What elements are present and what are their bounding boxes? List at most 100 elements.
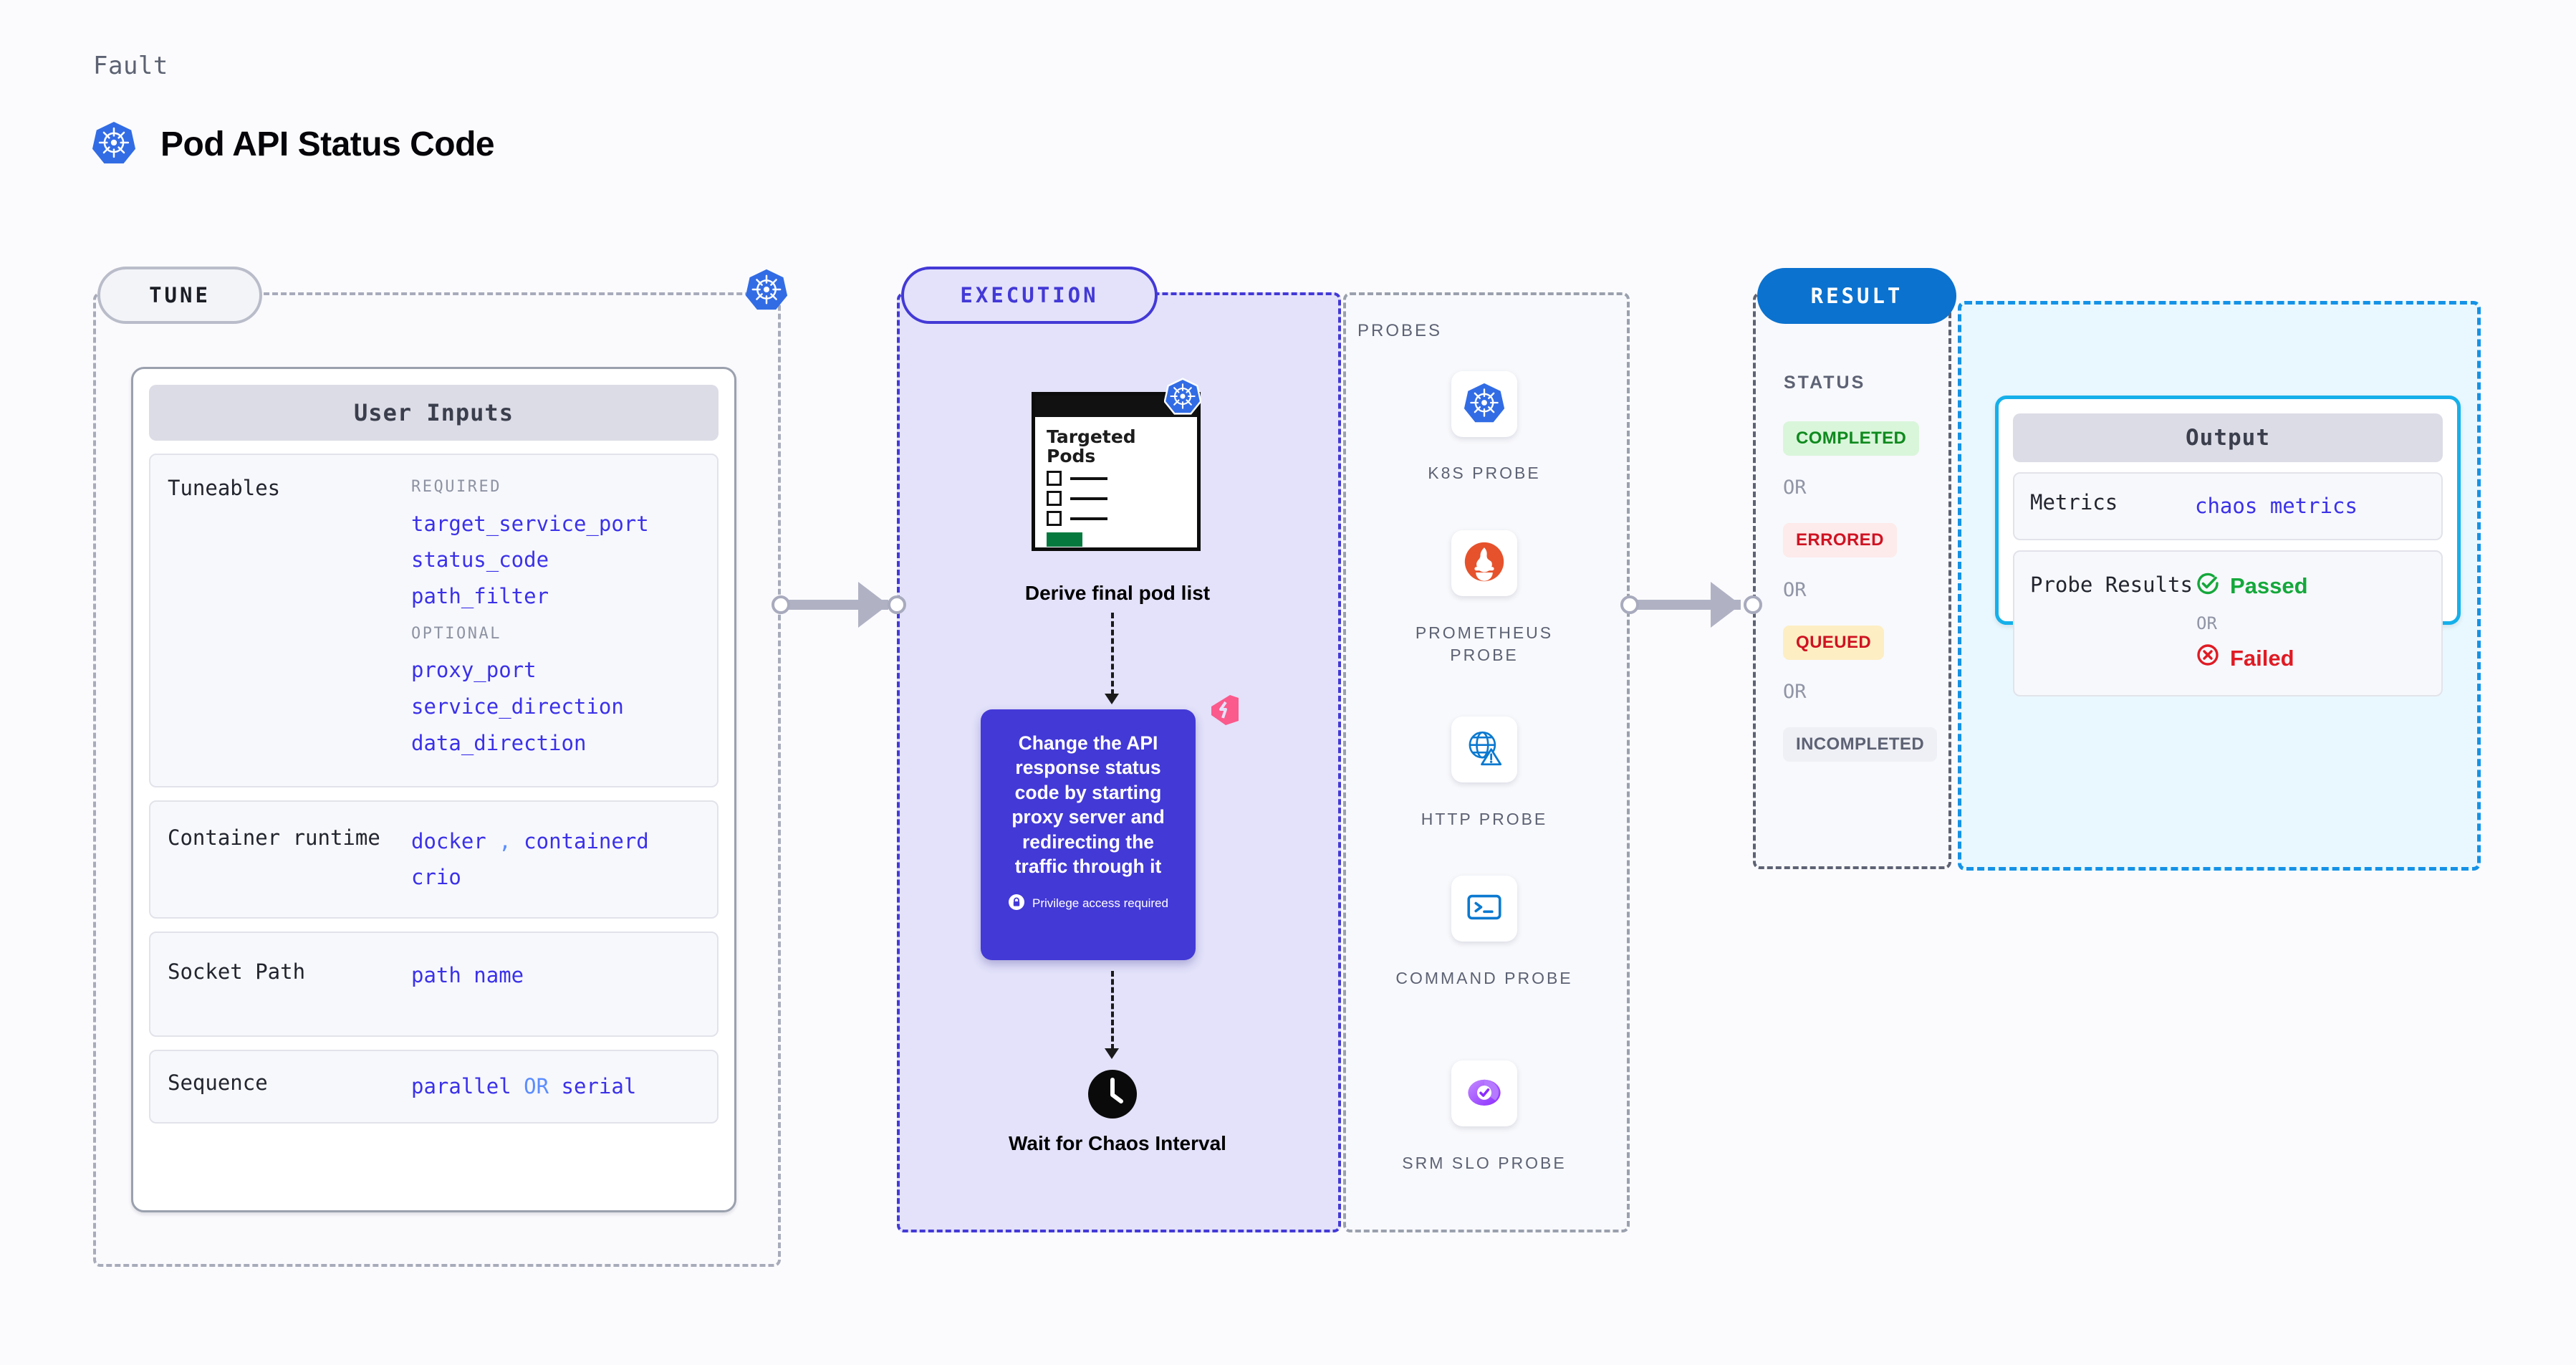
stage-badge-tune-label: TUNE: [149, 283, 211, 307]
list-item: [1047, 511, 1186, 526]
result-status-region: [1753, 292, 1951, 869]
list-item: [1047, 491, 1186, 506]
kubernetes-icon: [1464, 382, 1505, 427]
targeted-pods-card: Targeted Pods: [1032, 392, 1201, 551]
flow-arrow-1: [1111, 613, 1114, 695]
probes-heading: PROBES: [1357, 321, 1443, 340]
status-badge-completed: COMPLETED: [1783, 421, 1920, 456]
runtime-crio[interactable]: crio: [411, 865, 461, 890]
stage-badge-result[interactable]: RESULT: [1757, 268, 1956, 324]
tuneable-data-direction[interactable]: data_direction: [411, 730, 587, 755]
tuneable-status-code[interactable]: status_code: [411, 547, 549, 573]
tune-row-socket-path: Socket Path path name: [149, 931, 719, 1037]
stage-badge-execution[interactable]: EXECUTION: [901, 267, 1158, 324]
status-heading: STATUS: [1784, 373, 1866, 393]
checkbox-icon: [1047, 491, 1062, 506]
tune-row-key: Container runtime: [168, 825, 380, 850]
privilege-note-text: Privilege access required: [1032, 896, 1168, 911]
probe-tile-srm-slo[interactable]: [1451, 1060, 1517, 1126]
output-metrics-value[interactable]: chaos metrics: [2195, 494, 2358, 518]
harness-logo-icon: [1208, 694, 1241, 730]
prometheus-icon: [1464, 541, 1505, 586]
kubernetes-icon: [1163, 378, 1202, 418]
connector-dot-tune-out: [772, 595, 790, 614]
socket-path-value[interactable]: path name: [411, 963, 524, 987]
slo-donut-check-icon: [1464, 1071, 1505, 1116]
list-line: [1070, 497, 1107, 500]
tuneable-proxy-port[interactable]: proxy_port: [411, 658, 537, 683]
stage-badge-tune[interactable]: TUNE: [97, 267, 262, 324]
probe-label-prometheus: PROMETHEUS PROBE: [1415, 623, 1554, 664]
flow-arrowhead-1: [1105, 694, 1119, 704]
status-badge-incompleted: INCOMPLETED: [1783, 727, 1938, 762]
page-title-row: Pod API Status Code: [92, 120, 495, 168]
tune-row-container-runtime: Container runtime docker , containerd cr…: [149, 800, 719, 919]
tune-row-key: Socket Path: [168, 959, 306, 984]
probe-result-or: OR: [2196, 613, 2217, 633]
probe-failed-label: Failed: [2230, 645, 2294, 671]
probe-tile-k8s[interactable]: [1451, 371, 1517, 437]
tuneable-path-filter[interactable]: path_filter: [411, 584, 549, 608]
probe-tile-prometheus[interactable]: [1451, 530, 1517, 596]
probe-label-http: HTTP PROBE: [1421, 810, 1548, 828]
probe-tile-command[interactable]: [1451, 876, 1517, 942]
x-circle-icon: [2195, 642, 2221, 674]
checkbox-icon: [1047, 511, 1062, 526]
tune-row-key: Tuneables: [168, 476, 281, 500]
page-title: Pod API Status Code: [160, 125, 495, 163]
status-or-3: OR: [1783, 681, 1807, 703]
status-badge-errored: ERRORED: [1783, 523, 1897, 557]
probe-tile-http[interactable]: [1451, 717, 1517, 782]
sequence-separator: OR: [524, 1073, 549, 1098]
action-card-text: Change the API response status code by s…: [1011, 732, 1165, 878]
lock-icon: [1008, 894, 1025, 914]
tune-row-tuneables: Tuneables REQUIRED target_service_port s…: [149, 454, 719, 787]
status-or-2: OR: [1783, 579, 1807, 601]
globe-warning-icon: [1464, 728, 1504, 772]
stage-badge-result-label: RESULT: [1810, 284, 1903, 308]
output-probe-key: Probe Results: [2030, 572, 2193, 597]
probe-result-failed: Failed: [2195, 642, 2308, 674]
status-or-1: OR: [1783, 476, 1807, 499]
tune-row-key: Sequence: [168, 1070, 268, 1095]
fault-eyebrow-label: Fault: [93, 52, 168, 80]
progress-bar: [1047, 532, 1082, 547]
probe-label-command: COMMAND PROBE: [1395, 969, 1573, 987]
runtime-containerd[interactable]: containerd: [524, 828, 649, 853]
runtime-separator: ,: [499, 828, 511, 853]
sequence-parallel[interactable]: parallel: [411, 1073, 511, 1098]
output-row-probe-results: Probe Results Passed OR: [2013, 550, 2443, 697]
kubernetes-icon: [92, 120, 136, 168]
tuneables-required-label: REQUIRED: [411, 478, 501, 496]
flow-arrowhead-2: [1105, 1048, 1119, 1059]
stage-badge-execution-label: EXECUTION: [960, 283, 1099, 307]
connector-arrowhead: [858, 582, 888, 628]
kubernetes-icon: [745, 268, 788, 315]
action-card: Change the API response status code by s…: [981, 709, 1196, 960]
user-inputs-card: User Inputs Tuneables REQUIRED target_se…: [131, 367, 736, 1212]
status-badge-queued: QUEUED: [1783, 626, 1885, 660]
pods-card-title: Targeted Pods: [1047, 426, 1136, 466]
connector-dot-result-in: [1744, 595, 1762, 614]
connector-dot-execution-in: [888, 595, 906, 614]
flow-arrow-2: [1111, 971, 1114, 1050]
output-card: Output Metrics chaos metrics Probe Resul…: [1995, 396, 2461, 697]
probe-passed-label: Passed: [2230, 573, 2308, 599]
list-item: [1047, 471, 1186, 486]
tuneable-target-service-port[interactable]: target_service_port: [411, 511, 649, 536]
probe-label-k8s: K8S PROBE: [1428, 464, 1541, 482]
connector-dot-execution-out: [1620, 595, 1639, 614]
list-line: [1070, 517, 1107, 520]
sequence-serial[interactable]: serial: [561, 1073, 637, 1098]
output-metrics-key: Metrics: [2030, 490, 2118, 514]
output-row-metrics: Metrics chaos metrics: [2013, 472, 2443, 540]
check-circle-icon: [2195, 570, 2221, 602]
probe-result-passed: Passed: [2195, 570, 2308, 602]
connector-arrowhead: [1711, 582, 1741, 628]
tuneable-service-direction[interactable]: service_direction: [411, 694, 624, 719]
tuneables-optional-label: OPTIONAL: [411, 624, 501, 643]
terminal-icon: [1464, 886, 1505, 931]
runtime-docker[interactable]: docker: [411, 828, 486, 853]
step-label-wait-chaos-interval: Wait for Chaos Interval: [1009, 1132, 1226, 1154]
tune-row-sequence: Sequence parallel OR serial: [149, 1049, 719, 1124]
